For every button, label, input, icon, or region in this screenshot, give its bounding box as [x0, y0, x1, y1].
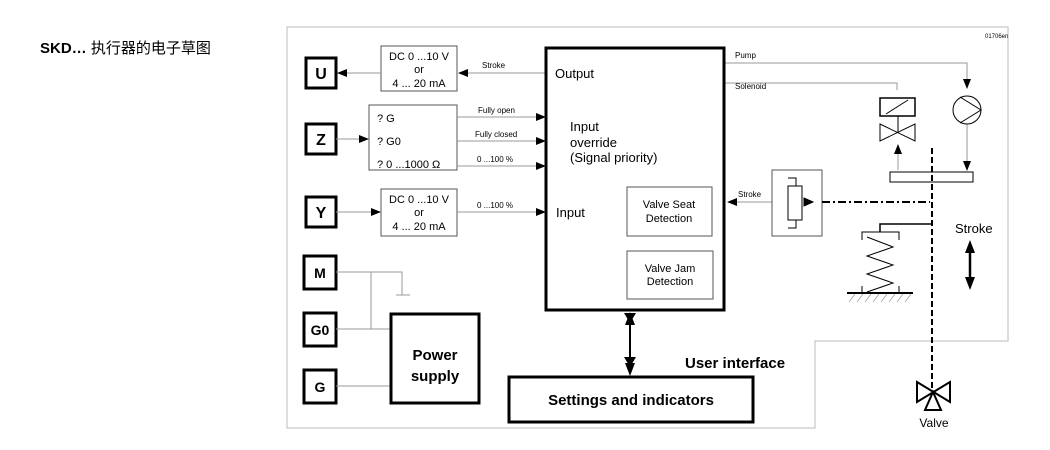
- terminal-z: [304, 122, 338, 156]
- z-option-resistance: ? 0 ...1000 Ω: [377, 159, 440, 171]
- fully-open-label: Fully open: [478, 106, 515, 115]
- terminal-y-label: Y: [316, 205, 327, 222]
- settings-indicators-box: [507, 375, 755, 424]
- output-converter-line3: 4 ... 20 mA: [392, 78, 446, 90]
- terminal-g-label: G: [315, 379, 326, 395]
- terminal-g0-label: G0: [311, 322, 330, 338]
- input-converter-line3: 4 ... 20 mA: [392, 221, 446, 233]
- stroke-label: Stroke: [955, 221, 993, 236]
- valve-seat-detection-box: [626, 186, 713, 237]
- input-converter-line1: DC 0 ...10 V: [389, 194, 450, 206]
- override-label-2: override: [570, 135, 617, 150]
- title-model: SKD…: [40, 40, 87, 57]
- solenoid-line: [724, 82, 898, 90]
- solenoid-label: Solenoid: [735, 82, 766, 91]
- page-title: SKD… 执行器的电子草图: [40, 37, 211, 58]
- input-converter-box: [380, 188, 458, 237]
- fully-closed-label: Fully closed: [475, 130, 517, 139]
- terminal-u-label: U: [315, 66, 327, 83]
- z-option-g0: ? G0: [377, 136, 401, 148]
- valve-jam-label-2: Detection: [647, 276, 693, 288]
- pump-line: [724, 62, 971, 89]
- stroke-out-label: Stroke: [482, 61, 506, 70]
- input-converter-line2: or: [414, 207, 424, 219]
- y-range-label: 0 ...100 %: [477, 201, 513, 210]
- ui-arrow-heads: [625, 312, 635, 376]
- m-line: [336, 271, 410, 329]
- valve-jam-label-1: Valve Jam: [645, 263, 696, 275]
- valve-jam-detection-box: [626, 250, 714, 300]
- user-interface-label: User interface: [685, 355, 785, 372]
- output-converter-box: [380, 45, 458, 92]
- terminal-m: [302, 254, 338, 291]
- valve-label: Valve: [919, 416, 948, 430]
- power-supply-label-1: Power: [412, 347, 457, 364]
- z-option-g: ? G: [377, 113, 395, 125]
- output-label: Output: [555, 66, 594, 81]
- pump-label: Pump: [735, 51, 756, 60]
- terminal-u: [304, 56, 338, 90]
- output-converter-line1: DC 0 ...10 V: [389, 51, 450, 63]
- input-label: Input: [556, 205, 585, 220]
- pump-icon: [952, 95, 982, 125]
- spring-icon: [861, 231, 900, 293]
- solenoid-valve-icon: [879, 123, 916, 142]
- valve-seat-label-2: Detection: [646, 213, 692, 225]
- terminal-z-label: Z: [316, 132, 326, 149]
- z-range-label: 0 ...100 %: [477, 155, 513, 164]
- output-converter-line2: or: [414, 64, 424, 76]
- valve-seat-label-1: Valve Seat: [643, 199, 695, 211]
- figure-code: 01706en: [985, 34, 1008, 40]
- settings-indicators-label: Settings and indicators: [548, 392, 714, 409]
- title-caption: 执行器的电子草图: [90, 40, 211, 57]
- z-input-box: [368, 104, 458, 171]
- override-label-3: (Signal priority): [570, 150, 657, 165]
- stroke-double-arrow: [965, 240, 975, 290]
- stroke-feedback-label: Stroke: [738, 190, 762, 199]
- potentiometer-resistor: [787, 185, 803, 221]
- power-supply-box: [389, 312, 481, 405]
- power-supply-label-2: supply: [411, 368, 460, 385]
- override-label-1: Input: [570, 119, 599, 134]
- outer-frame: [286, 26, 1009, 429]
- terminal-m-label: M: [314, 265, 326, 281]
- valve-icon: [916, 380, 951, 411]
